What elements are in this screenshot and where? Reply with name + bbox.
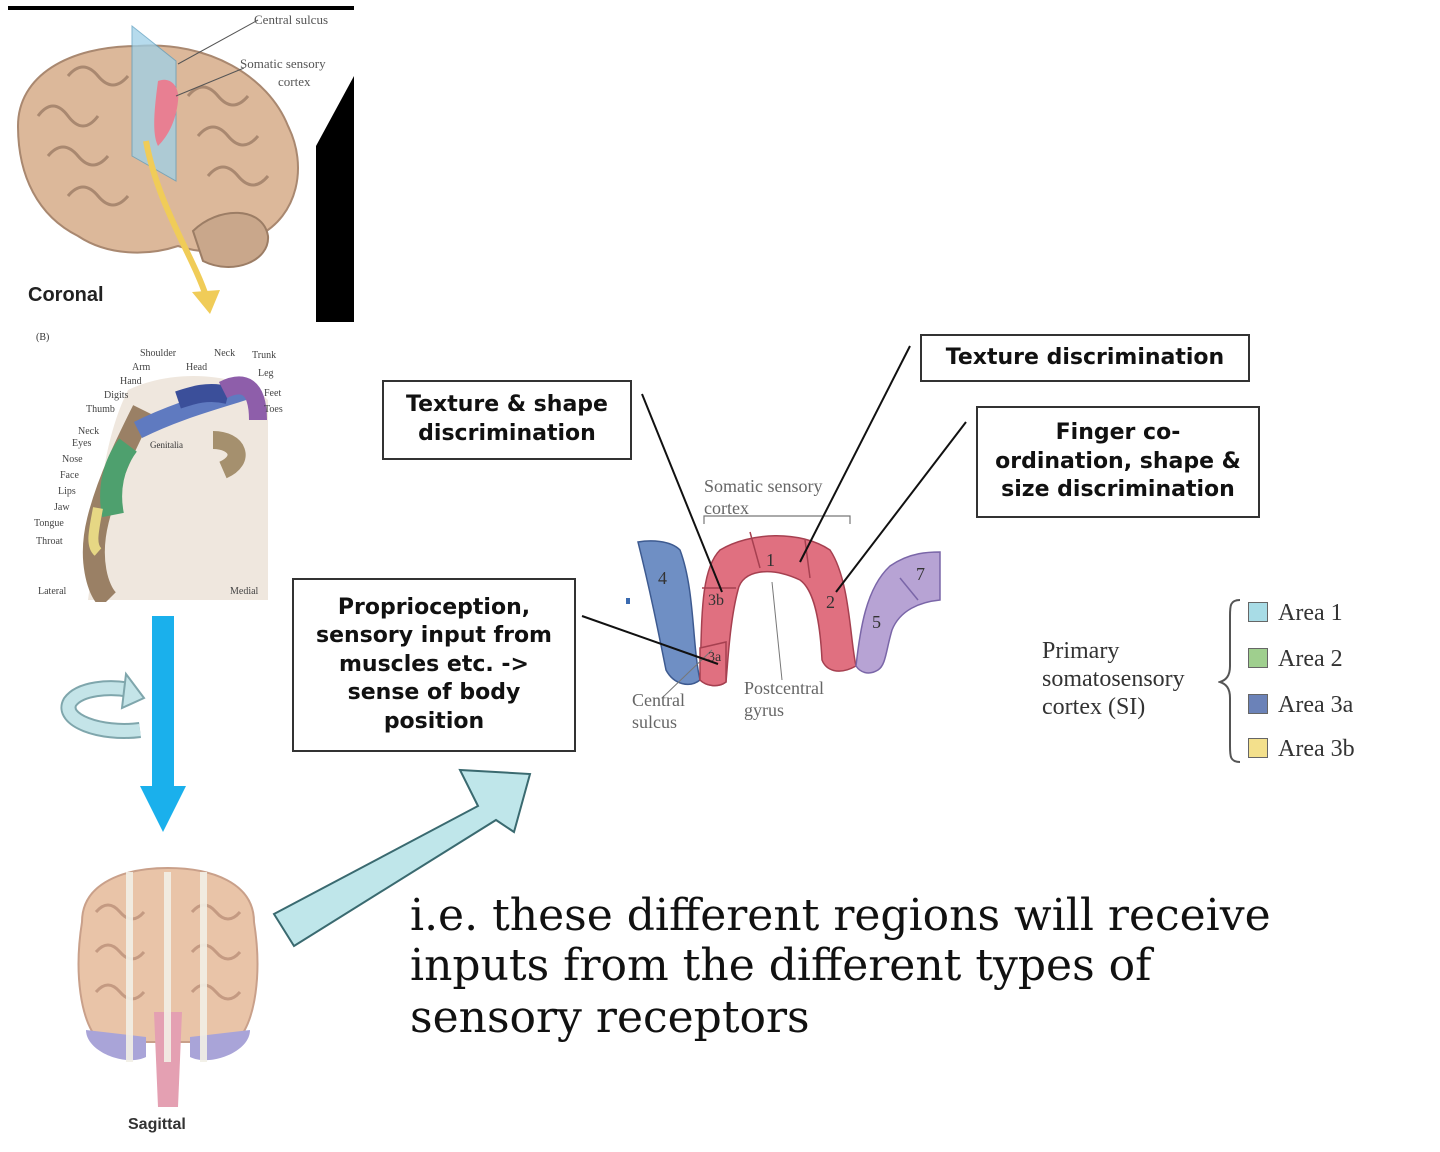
legend-swatch (1248, 648, 1268, 668)
callout-texture-shape: Texture & shape discrimination (382, 380, 632, 460)
callout-finger-line-3: size discrimination (1001, 477, 1235, 503)
callout-proprioception-line-4: sense of body (347, 680, 521, 706)
callout-finger-line-2: ordination, shape & (995, 448, 1241, 474)
label-eyes: Eyes (72, 438, 92, 449)
callout-texture-shape-line-1: Texture & shape (406, 392, 608, 418)
legend-brace-icon (1218, 599, 1241, 763)
postcentral-label-1: Postcentral (744, 678, 824, 698)
area-label-1: 1 (766, 550, 775, 570)
label-jaw: Jaw (54, 502, 70, 513)
label-arm: Arm (132, 362, 151, 373)
area-label-5: 5 (872, 612, 881, 632)
legend-label: Area 3a (1278, 692, 1354, 718)
legend-label: Area 1 (1278, 600, 1343, 626)
caption-line-2: inputs from the different types of (410, 940, 1152, 991)
sagittal-brain-illustration (56, 862, 280, 1142)
label-lips: Lips (58, 486, 76, 497)
legend-item-area1: Area 1 (1248, 600, 1343, 627)
label-digits: Digits (104, 390, 129, 401)
callout-texture-shape-line-2: discrimination (418, 421, 596, 446)
label-somatic-sensory: Somatic sensory (240, 56, 326, 71)
down-arrow-icon (152, 616, 174, 786)
legend-swatch (1248, 602, 1268, 622)
callout-finger-line-1: Finger co- (1055, 420, 1181, 446)
area-label-7: 7 (916, 564, 925, 584)
callout-proprioception: Proprioception, sensory input from muscl… (292, 578, 576, 752)
flow-arrows (60, 616, 186, 832)
somatotopic-map-illustration (82, 376, 268, 608)
callout-proprioception-line-5: position (383, 708, 485, 734)
homunculus-panel: (B) Shoulder Arm Hand Digits Thumb Neck … (28, 330, 298, 608)
stray-mark (626, 598, 630, 604)
cortex-cross-section (637, 515, 941, 699)
callout-texture-line-1: Texture discrimination (945, 344, 1225, 370)
label-leg: Leg (258, 368, 274, 379)
sagittal-label: Sagittal (128, 1116, 186, 1133)
area-label-3b: 3b (708, 592, 724, 609)
label-trunk: Trunk (252, 350, 277, 361)
coronal-panel: Central sulcus Somatic sensory cortex Co… (8, 6, 356, 322)
label-shoulder: Shoulder (140, 348, 177, 359)
label-tongue: Tongue (34, 518, 64, 529)
cortex-header-1: Somatic sensory (704, 476, 823, 496)
legend-title-1: Primary (1042, 638, 1120, 664)
callout-proprioception-line-1: Proprioception, (337, 594, 531, 620)
label-genitals: Genitalia (150, 440, 183, 450)
coronal-brain-illustration (8, 6, 354, 322)
sagittal-panel: Sagittal (56, 862, 280, 1142)
panel-letter: (B) (36, 332, 50, 343)
label-thumb: Thumb (86, 404, 115, 415)
label-hand: Hand (120, 376, 142, 387)
legend-title-2: somatosensory (1042, 666, 1185, 692)
legend-label: Area 3b (1278, 736, 1355, 762)
central-sulcus-label-1: Central (632, 690, 685, 710)
postcentral-label-2: gyrus (744, 700, 784, 720)
callout-proprioception-line-2: sensory input from (316, 623, 552, 649)
legend-item-area2: Area 2 (1248, 646, 1343, 673)
caption-line-3: sensory receptors (410, 992, 810, 1043)
legend-swatch (1248, 694, 1268, 714)
callout-proprioception-line-3: muscles etc. -> (338, 651, 529, 677)
legend-item-area3a: Area 3a (1248, 692, 1353, 719)
callout-texture: Texture discrimination (920, 334, 1250, 382)
label-somatic-sensory-cortex: cortex (278, 74, 311, 89)
label-feet: Feet (264, 388, 282, 399)
label-lateral: Lateral (38, 586, 67, 597)
coronal-label: Coronal (28, 284, 104, 306)
label-head: Head (186, 362, 208, 373)
legend-item-area3b: Area 3b (1248, 736, 1355, 763)
central-sulcus-label-2: sulcus (632, 712, 677, 732)
label-face: Face (60, 470, 79, 481)
callout-finger: Finger co- ordination, shape & size disc… (976, 406, 1260, 518)
label-neck-left: Neck (78, 426, 100, 437)
diagonal-arrow-icon (272, 768, 532, 948)
cortex-header-2: cortex (704, 498, 749, 518)
label-throat: Throat (36, 536, 63, 547)
label-medial: Medial (230, 586, 259, 597)
label-central-sulcus: Central sulcus (254, 12, 329, 27)
label-nose: Nose (62, 454, 83, 465)
legend-title-3: cortex (SI) (1042, 694, 1146, 720)
label-neck-top: Neck (214, 348, 236, 359)
label-toes: Toes (264, 404, 283, 415)
legend-swatch (1248, 738, 1268, 758)
legend-label: Area 2 (1278, 646, 1343, 672)
caption-line-1: i.e. these different regions will receiv… (410, 890, 1271, 941)
area-label-4: 4 (658, 568, 667, 588)
area-label-2: 2 (826, 592, 835, 612)
